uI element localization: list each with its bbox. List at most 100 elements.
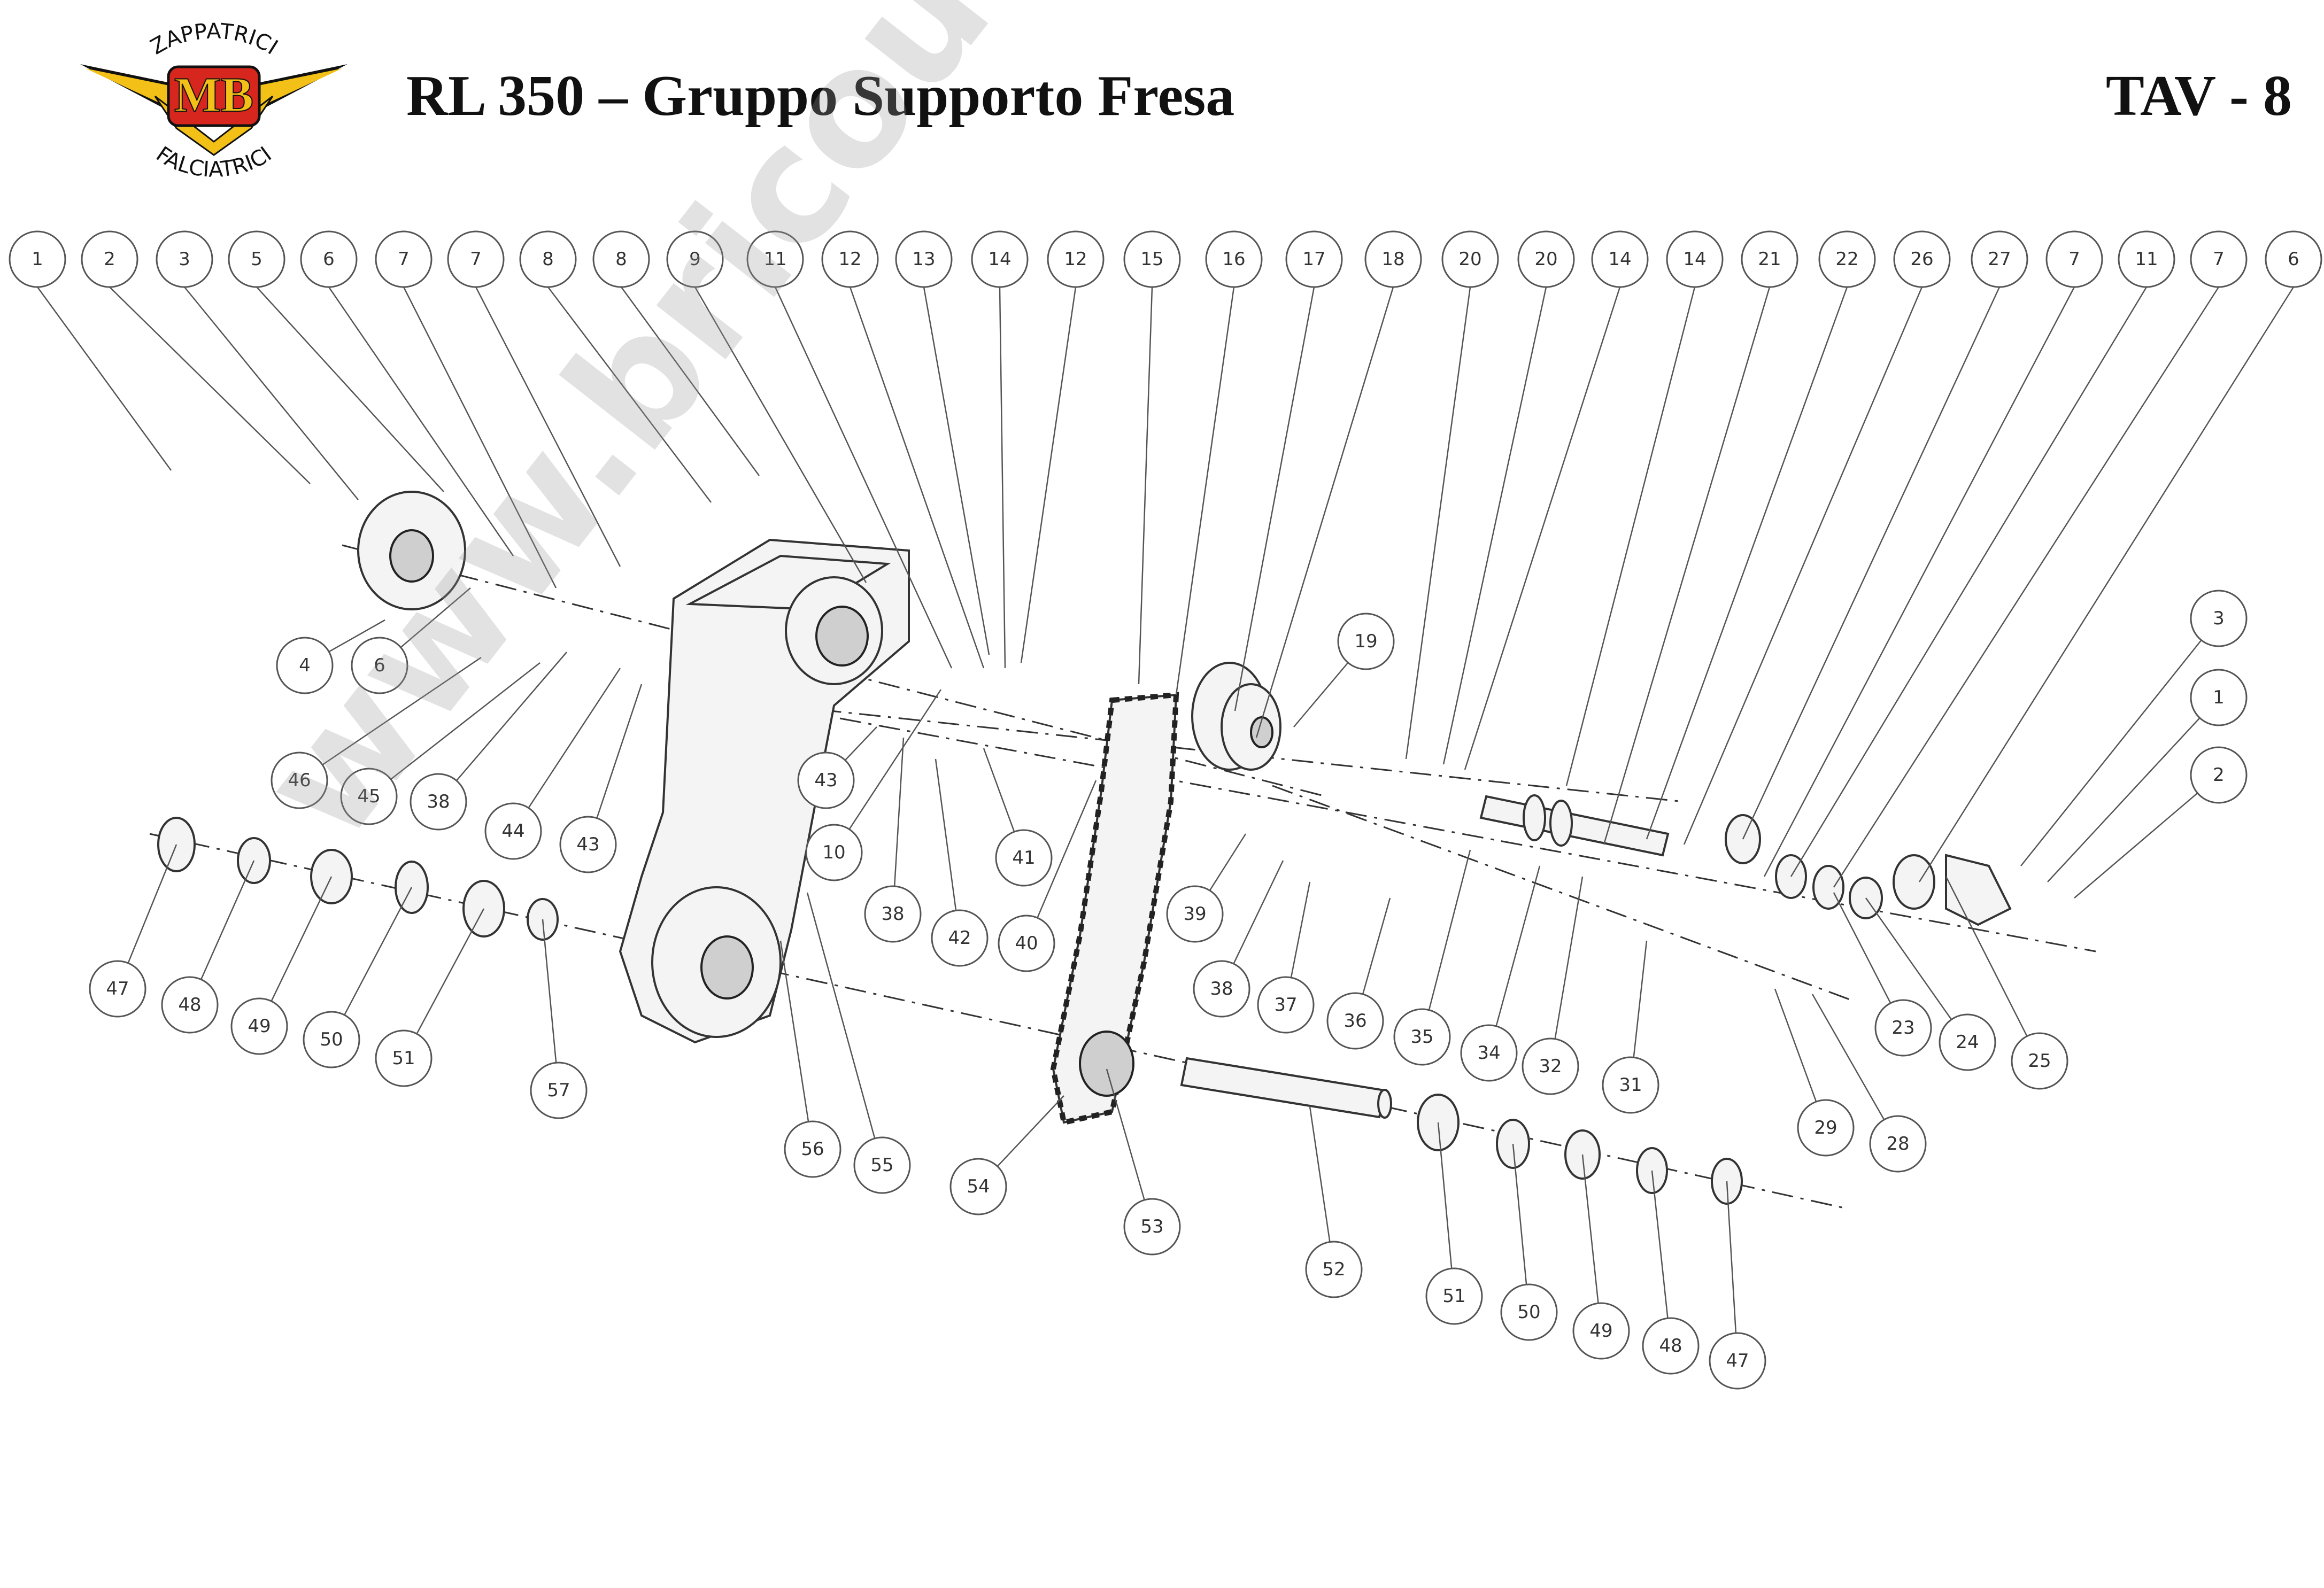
leader-line-field-2 [299,656,482,781]
callout-field-13-circle [1337,613,1395,670]
callout-field-11-label: 41 [1012,847,1035,869]
callout-top-18: 18 [1364,230,1422,288]
callout-field-33-circle [303,1011,360,1068]
callout-field-34: 51 [375,1029,433,1087]
callout-top-7-circle [519,230,577,288]
callout-field-43: 49 [1572,1302,1630,1360]
callout-field-11: 41 [995,829,1053,887]
callout-field-19: 34 [1460,1024,1518,1082]
callout-field-45-label: 47 [1726,1350,1749,1372]
callout-field-38-circle [949,1158,1007,1215]
callout-field-6-label: 43 [576,834,599,855]
leader-lines [36,286,2295,1361]
callout-field-36-label: 56 [801,1138,824,1160]
callout-field-35-label: 57 [547,1080,570,1101]
callout-field-9-circle [864,885,922,943]
callout-field-10-circle [931,909,989,967]
leader-line-field-33 [330,887,413,1040]
callout-field-21-label: 31 [1619,1074,1642,1096]
callout-top-17-circle [1285,230,1343,288]
callout-field-23: 1 [2190,669,2248,726]
callout-top-26: 27 [1971,230,2028,288]
callout-top-16-circle [1205,230,1263,288]
callout-field-16-circle [1257,976,1315,1034]
logo-badge [167,65,261,127]
callout-field-32: 49 [230,997,288,1055]
callout-field-40: 52 [1305,1241,1363,1298]
drive-chain [1050,692,1179,1126]
callout-field-20-label: 32 [1539,1056,1562,1077]
callout-field-0-circle [276,637,334,694]
callout-top-29-circle [2190,230,2248,288]
leader-line-field-3 [368,662,541,797]
leader-line-field-35 [542,919,560,1091]
callout-field-6-circle [559,816,617,873]
callout-top-19-circle [1441,230,1499,288]
callout-top-4: 6 [300,230,358,288]
leader-line-field-43 [1581,1154,1602,1331]
callout-field-11-circle [995,829,1053,887]
callout-field-39: 53 [1123,1198,1181,1256]
callout-field-3-label: 45 [357,786,380,807]
callout-field-26: 24 [1939,1013,1996,1071]
leader-line-field-18 [1421,849,1471,1037]
callout-top-27: 7 [2045,230,2103,288]
callout-field-12-label: 40 [1015,933,1038,954]
leader-line-top-13 [999,286,1006,669]
callout-field-36: 56 [784,1120,841,1178]
callout-field-42: 50 [1500,1283,1558,1341]
callout-top-16: 16 [1205,230,1263,288]
callout-field-24-label: 2 [2213,764,2225,786]
callout-top-15-label: 15 [1140,249,1163,270]
leader-line-field-4 [438,652,567,802]
callout-top-23: 21 [1741,230,1798,288]
page-title: RL 350 – Gruppo Supporto Fresa [406,64,1235,128]
callout-field-3: 45 [340,768,398,825]
callout-top-18-label: 18 [1381,249,1404,270]
callout-top-22: 14 [1666,230,1724,288]
leader-line-field-8 [833,689,942,853]
callout-top-9: 9 [666,230,724,288]
callout-field-8: 10 [805,824,863,881]
callout-top-21: 14 [1591,230,1649,288]
callout-field-7: 43 [797,752,855,809]
callout-field-18: 35 [1393,1008,1451,1066]
callout-top-0-circle [9,230,66,288]
callout-top-4-circle [300,230,358,288]
callout-field-30-circle [89,960,146,1018]
callout-top-14-circle [1047,230,1105,288]
callout-top-22-circle [1666,230,1724,288]
callout-top-0-label: 1 [32,249,43,270]
leader-line-field-5 [512,668,621,832]
callout-field-7-circle [797,752,855,809]
callout-top-29: 7 [2190,230,2248,288]
leader-line-field-19 [1488,865,1541,1053]
callout-top-9-circle [666,230,724,288]
callout-top-24-circle [1818,230,1876,288]
right-lower-parts [1417,1094,1743,1205]
cover-plate [357,491,466,610]
callout-field-33-label: 50 [320,1029,343,1050]
callout-top-11: 12 [821,230,879,288]
callout-top-30: 6 [2265,230,2322,288]
callout-top-12-label: 13 [912,249,935,270]
callout-top-1-label: 2 [104,249,115,270]
leader-line-field-12 [1025,780,1097,944]
callout-field-19-circle [1460,1024,1518,1082]
output-shaft [1180,1057,1392,1119]
leader-line-top-5 [403,286,557,588]
callout-field-23-circle [2190,669,2248,726]
leader-line-field-45 [1726,1181,1739,1361]
callout-field-31-circle [161,976,219,1034]
callout-top-8-circle [592,230,650,288]
callout-field-42-label: 50 [1517,1302,1540,1323]
leader-line-top-28 [1790,286,2148,877]
leader-line-top-9 [694,286,867,583]
leader-line-top-8 [620,286,760,476]
callout-field-14: 39 [1166,885,1224,943]
callout-field-14-label: 39 [1183,903,1206,925]
callout-field-16: 37 [1257,976,1315,1034]
callout-field-43-label: 49 [1589,1320,1612,1342]
callout-field-15: 38 [1193,960,1250,1018]
gearbox-housing [619,538,910,1044]
